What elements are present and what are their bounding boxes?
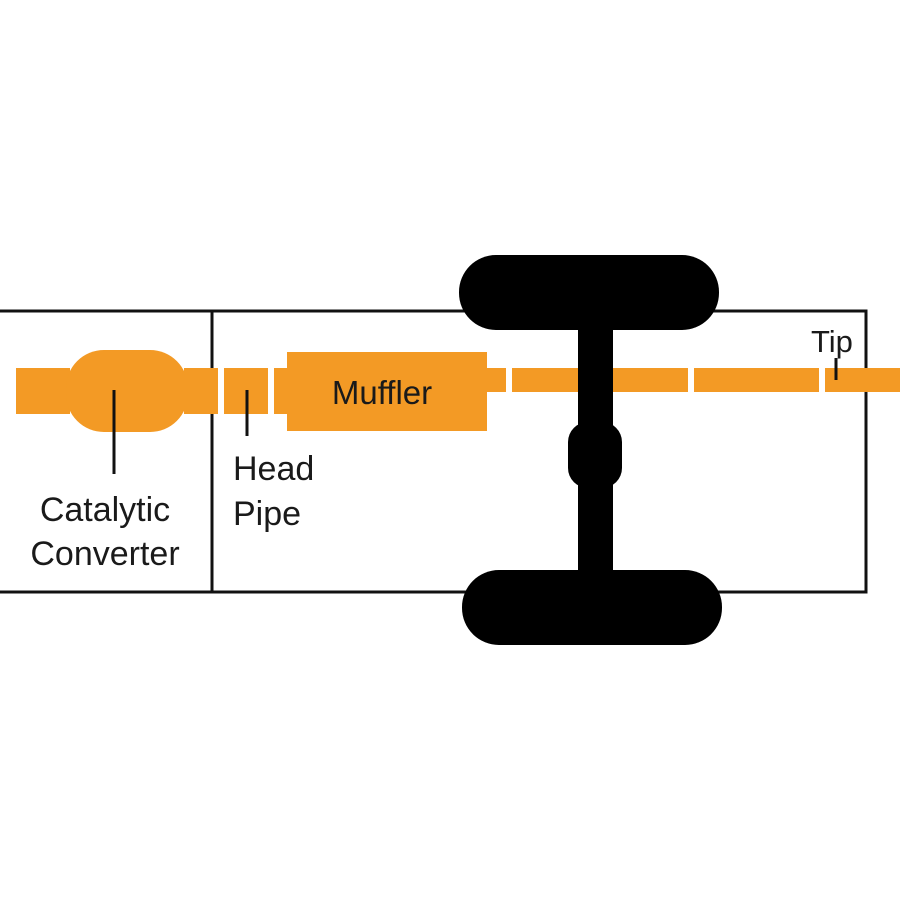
head-pipe-label-line1: Head bbox=[233, 450, 314, 488]
catalytic-converter-label-line1: Catalytic bbox=[40, 491, 170, 529]
muffler-outlet-pipe bbox=[485, 368, 506, 392]
rear-axle-assembly bbox=[459, 255, 722, 645]
muffler bbox=[287, 352, 487, 431]
muffler-label: Muffler bbox=[332, 374, 432, 411]
catalytic-converter-label-line2: Converter bbox=[30, 535, 179, 573]
tip-label: Tip bbox=[811, 324, 853, 359]
differential bbox=[568, 422, 622, 488]
leader-lines bbox=[112, 358, 838, 474]
inlet-pipe bbox=[16, 368, 70, 414]
frame-front-section bbox=[0, 309, 214, 594]
catalytic-converter bbox=[66, 350, 188, 432]
rear-wheel-top bbox=[459, 255, 719, 330]
head-pipe-label-line2: Pipe bbox=[233, 495, 301, 533]
converter-outlet-pipe bbox=[184, 368, 218, 414]
rear-wheel-bottom bbox=[462, 570, 722, 645]
head-pipe-segment-2 bbox=[274, 368, 290, 414]
tailpipe-segment-2 bbox=[694, 368, 819, 392]
exhaust-system bbox=[16, 350, 900, 432]
